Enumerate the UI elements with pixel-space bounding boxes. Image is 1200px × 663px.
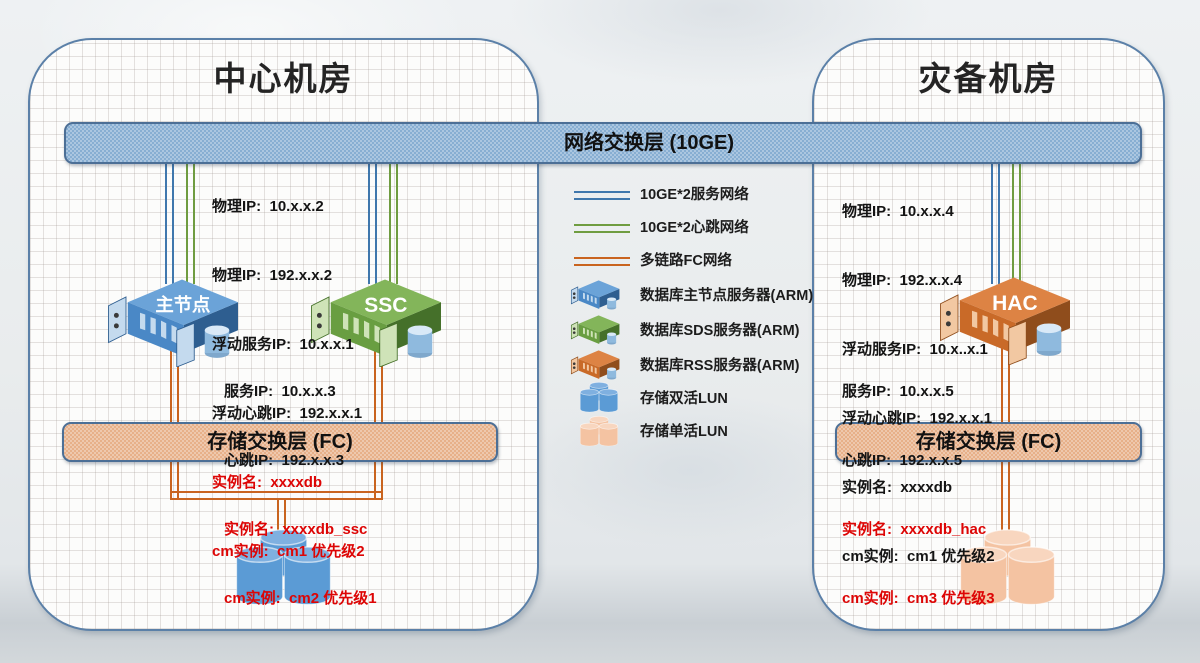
- server-label: 主节点: [155, 294, 210, 315]
- cm-instance-line: cm实例: cm1 优先级2: [842, 548, 995, 565]
- info-line: 浮动服务IP: 10.x.x.1: [212, 336, 354, 353]
- service-network-line: [991, 163, 1000, 284]
- dr-room-title: 灾备机房: [918, 60, 1059, 97]
- legend-label-db-master-server: 数据库主节点服务器(ARM): [640, 288, 814, 304]
- storage-switch-layer-bar-dr: 存储交换层 (FC): [835, 422, 1142, 462]
- legend-label-service-network: 10GE*2服务网络: [640, 187, 749, 203]
- storage-switch-layer-label: 存储交换层 (FC): [207, 431, 353, 453]
- instance-name-line: 实例名: xxxxdb: [212, 474, 323, 491]
- storage-switch-layer-bar-central: 存储交换层 (FC): [62, 422, 498, 462]
- info-line: 服务IP: 10.x.x.5: [842, 383, 954, 400]
- db-rss-server-icon: [570, 349, 622, 383]
- legend-label-db-rss-server: 数据库RSS服务器(ARM): [640, 358, 800, 374]
- single-active-lun-legend-icon: [578, 413, 620, 450]
- instance-name-line: 实例名: xxxxdb_hac: [842, 521, 987, 538]
- hac-server-icon: HAC: [937, 274, 1077, 365]
- legend-label-single-active-lun: 存储单活LUN: [640, 424, 728, 440]
- legend-label-fc-network: 多链路FC网络: [640, 253, 732, 269]
- info-line: 心跳IP: 192.x.x.5: [842, 452, 963, 469]
- fc-network-line-legend: [574, 257, 630, 266]
- info-line: 浮动心跳IP: 192.x.x.1: [212, 405, 363, 422]
- dr-bottom-info: 服务IP: 10.x.x.5 心跳IP: 192.x.x.5 实例名: xxxx…: [842, 334, 995, 656]
- info-line: 浮动服务IP: 10.x..x.1: [842, 341, 988, 358]
- central-bottom-info: 服务IP: 10.x.x.3 心跳IP: 192.x.x.3 实例名: xxxx…: [224, 334, 377, 656]
- storage-switch-layer-label: 存储交换层 (FC): [915, 431, 1062, 453]
- info-line: 心跳IP: 192.x.x.3: [224, 452, 345, 469]
- dual-active-lun-legend-icon: [578, 379, 620, 416]
- dr-top-info: 物理IP: 10.x.x.4 物理IP: 192.x.x.4 浮动服务IP: 1…: [842, 154, 995, 614]
- legend-label-dual-active-lun: 存储双活LUN: [640, 391, 728, 407]
- service-network-line: [165, 163, 174, 284]
- master-node-server-icon: 主节点: [105, 276, 245, 367]
- heartbeat-network-line: [186, 163, 195, 284]
- dual-active-lun-icon: [231, 522, 336, 614]
- legend-label-db-sds-server: 数据库SDS服务器(ARM): [640, 323, 800, 339]
- heartbeat-network-line: [389, 163, 398, 284]
- network-switch-layer-label: 网络交换层 (10GE): [563, 132, 735, 154]
- server-label: HAC: [992, 292, 1038, 315]
- central-top-info: 物理IP: 10.x.x.2 物理IP: 192.x.x.2 浮动服务IP: 1…: [212, 149, 365, 609]
- central-room-title: 中心机房: [213, 60, 354, 97]
- cm-instance-line: cm实例: cm1 优先级2: [212, 543, 365, 560]
- cm-instance-line: cm实例: cm3 优先级3: [842, 590, 995, 607]
- info-line: 浮动心跳IP: 192.x.x.1: [842, 410, 993, 427]
- instance-name-line: 实例名: xxxxdb: [842, 479, 953, 496]
- legend-label-heartbeat-network: 10GE*2心跳网络: [640, 220, 749, 236]
- info-line: 物理IP: 192.x.x.2: [212, 267, 333, 284]
- cm-instance-line: cm实例: cm2 优先级1: [224, 590, 377, 607]
- network-switch-layer-bar: 网络交换层 (10GE): [64, 122, 1142, 164]
- server-label: SSC: [364, 294, 407, 317]
- db-master-server-icon: [570, 279, 622, 313]
- ssc-server-icon: SSC: [308, 276, 448, 367]
- info-line: 物理IP: 10.x.x.2: [212, 198, 324, 215]
- service-network-line-legend: [574, 191, 630, 200]
- fc-network-line: [170, 491, 383, 500]
- heartbeat-network-line-legend: [574, 224, 630, 233]
- instance-name-line: 实例名: xxxxdb_ssc: [224, 521, 368, 538]
- heartbeat-network-line: [1012, 163, 1021, 284]
- service-network-line: [368, 163, 377, 284]
- info-line: 物理IP: 192.x.x.4: [842, 272, 963, 289]
- single-active-lun-icon: [955, 522, 1060, 614]
- info-line: 物理IP: 10.x.x.4: [842, 203, 954, 220]
- db-sds-server-icon: [570, 314, 622, 348]
- fc-network-line: [277, 498, 286, 532]
- info-line: 服务IP: 10.x.x.3: [224, 383, 336, 400]
